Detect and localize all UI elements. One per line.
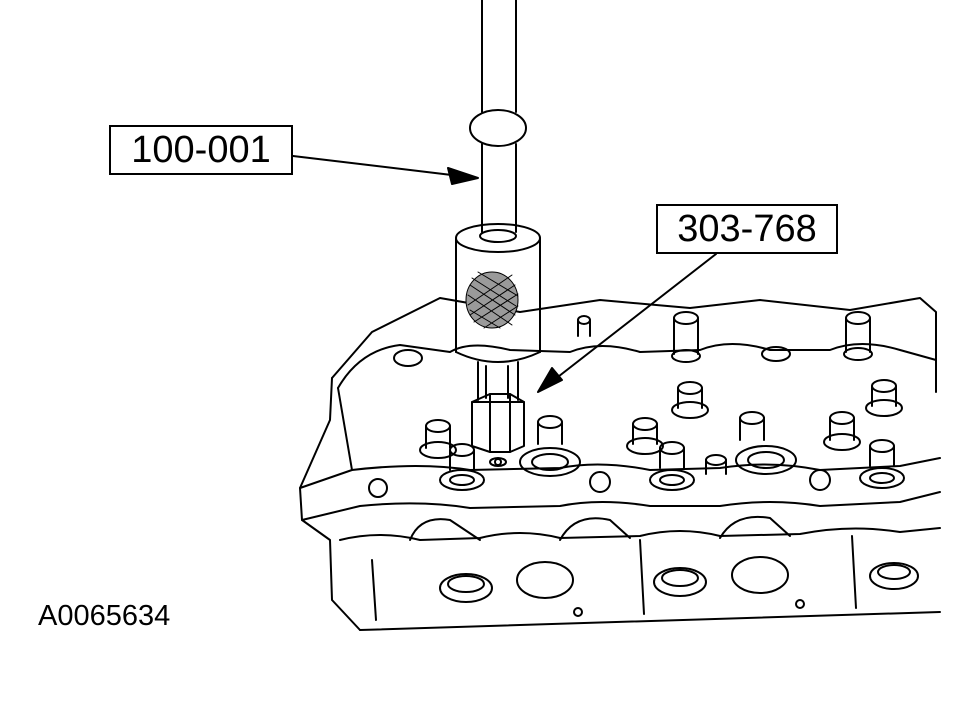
tool-number-callout: 100-001 xyxy=(109,125,293,175)
adapter-number-callout: 303-768 xyxy=(656,204,838,254)
adapter-number-label: 303-768 xyxy=(677,207,817,250)
slide-hammer-tool xyxy=(456,0,540,452)
leader-lines xyxy=(293,156,716,392)
port-holes xyxy=(369,470,918,616)
valve-bosses xyxy=(394,312,904,490)
tool-number-label: 100-001 xyxy=(131,128,271,171)
figure-id: A0065634 xyxy=(38,600,171,632)
cylinder-head xyxy=(300,298,940,630)
